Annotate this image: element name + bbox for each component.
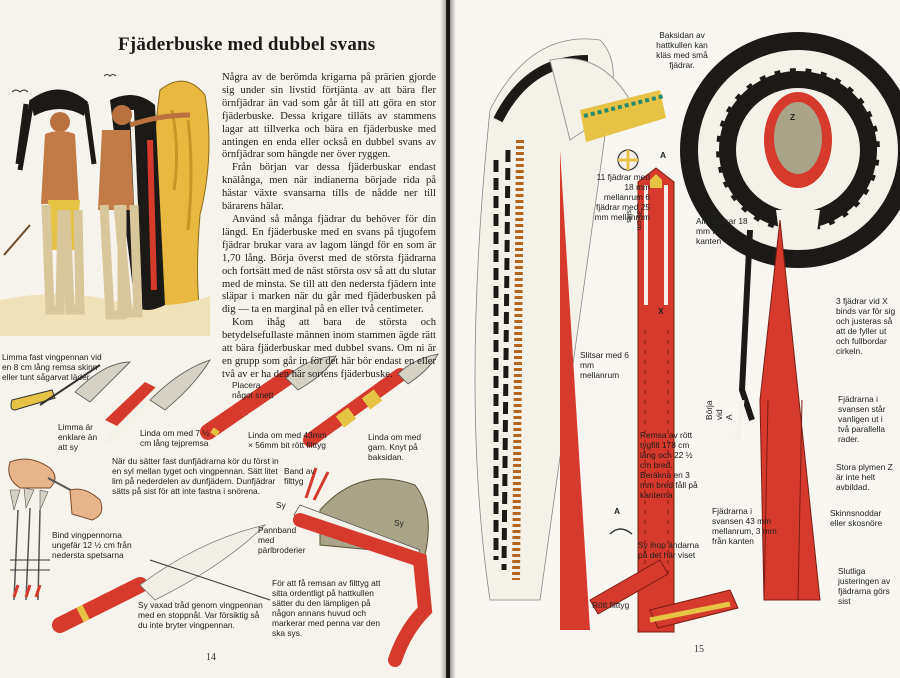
quill-step-4-illustration bbox=[303, 353, 439, 447]
article-paragraph: Använd så många fjädrar du behöver för d… bbox=[222, 213, 436, 316]
article-paragraph: Från början var dessa fjäderbuskar endas… bbox=[222, 162, 436, 213]
caption-slits: Slitsar med 6 mm mellanrum bbox=[580, 350, 629, 380]
caption-headband: Pannband med pärlbroderier bbox=[258, 525, 306, 555]
bird-icon bbox=[11, 89, 29, 93]
skullcap-illustration bbox=[293, 467, 433, 667]
caption-slit-length: 35 cm slits bbox=[625, 210, 644, 231]
caption-waxed-thread: Sy vaxad tråd genom vingpennan med en st… bbox=[138, 600, 263, 630]
caption-plume-z: Stora plymen Z är inte helt avbildad. bbox=[836, 462, 893, 492]
caption-bind-quills: Bind vingpennorna ungefär 12 ½ cm från n… bbox=[52, 530, 132, 560]
caption-felt-strip: Remsa av rött tygfilt 178 cm lång och 22… bbox=[640, 430, 698, 500]
caption-feather-spacing: 11 fjädrar med 18 mm mellanrum 6 fjädrar… bbox=[594, 172, 650, 222]
caption-sew-ends: Sy ihop ändarna på det här viset bbox=[638, 540, 699, 560]
binding-quills-illustration bbox=[9, 487, 50, 601]
page-number-right: 15 bbox=[694, 644, 704, 655]
label-x-strip: X bbox=[658, 306, 664, 316]
caption-felt-band: Band av filttyg bbox=[284, 466, 315, 486]
caption-tape: Linda om med 7 ½ cm lång tejpremsa bbox=[140, 428, 210, 448]
page-number-left: 14 bbox=[206, 652, 216, 663]
caption-feather-edge: Alla fjädrar 18 mm från kanten bbox=[696, 216, 748, 246]
caption-down-feathers: När du sätter fast dunfjädrarna kör du f… bbox=[112, 456, 279, 496]
page-title: Fjäderbuske med dubbel svans bbox=[118, 34, 376, 55]
caption-three-feathers: 3 fjädrar vid X binds var för sig och ju… bbox=[836, 296, 896, 356]
caption-red-felt: Rött filttyg bbox=[592, 600, 630, 610]
caption-angle: Placera något snett bbox=[232, 380, 274, 400]
caption-yarn-wrap: Linda om med garn. Knyt på baksidan. bbox=[368, 432, 422, 462]
article-paragraph: Några av de berömda krigarna på prärien … bbox=[222, 72, 436, 161]
caption-tail-spacing: Fjädrarna i svansen 43 mm mellanrum, 3 m… bbox=[712, 506, 777, 546]
caption-start-at-a: Börja vid A bbox=[704, 400, 734, 420]
left-page: Fjäderbuske med dubbel svans Några av de… bbox=[0, 0, 446, 678]
article-body: Några av de berömda krigarna på prärien … bbox=[222, 72, 436, 382]
caption-tail-rows: Fjädrarna i svansen står vanligen ut i t… bbox=[838, 394, 886, 444]
caption-felt-strip-fit: För att få remsan av filttyg att sitta o… bbox=[272, 578, 381, 638]
caption-sew-1: Sy bbox=[276, 500, 286, 510]
quill-step-1-illustration bbox=[10, 361, 131, 411]
caption-final-adjust: Slutliga justeringen av fjädrarna görs s… bbox=[838, 566, 891, 606]
warbonnet-front-illustration bbox=[680, 32, 900, 601]
label-x-circle: X bbox=[794, 248, 800, 258]
warbonnet-side-illustration bbox=[474, 38, 666, 630]
caption-glue-easier: Limma är enklare än att sy bbox=[58, 422, 98, 452]
right-page: Baksidan av hattkullen kan kläs med små … bbox=[450, 0, 900, 678]
left-illustrations bbox=[0, 74, 439, 667]
caption-glue-quill: Limma fast vingpennan vid en 8 cm lång r… bbox=[2, 352, 102, 382]
hand-awl-illustration bbox=[8, 458, 103, 521]
warrior-back-illustration bbox=[98, 95, 191, 320]
caption-laces: Skinnsnoddar eller skosnöre bbox=[830, 508, 883, 528]
caption-sew-2: Sy bbox=[394, 518, 404, 528]
caption-felt-wrap: Linda om med 43mm × 56mm bit rött filtty… bbox=[248, 430, 327, 450]
seam-ends-illustration bbox=[589, 528, 739, 629]
right-illustrations bbox=[474, 32, 900, 633]
book-gutter bbox=[440, 0, 456, 678]
long-quill-illustration bbox=[52, 524, 271, 633]
quill-step-2-illustration bbox=[105, 359, 211, 445]
article-paragraph: Kom ihåg att bara de största och betydel… bbox=[222, 317, 436, 380]
caption-back-of-cap: Baksidan av hattkullen kan kläs med små … bbox=[656, 30, 708, 70]
label-a-top: A bbox=[660, 150, 667, 160]
quill-step-3-illustration bbox=[200, 355, 337, 440]
tail-strip-pattern-illustration bbox=[637, 167, 675, 633]
label-z: Z bbox=[790, 112, 796, 122]
warrior-front-illustration bbox=[3, 89, 97, 315]
label-a-bottom: A bbox=[614, 506, 621, 516]
bird-icon bbox=[103, 74, 117, 77]
